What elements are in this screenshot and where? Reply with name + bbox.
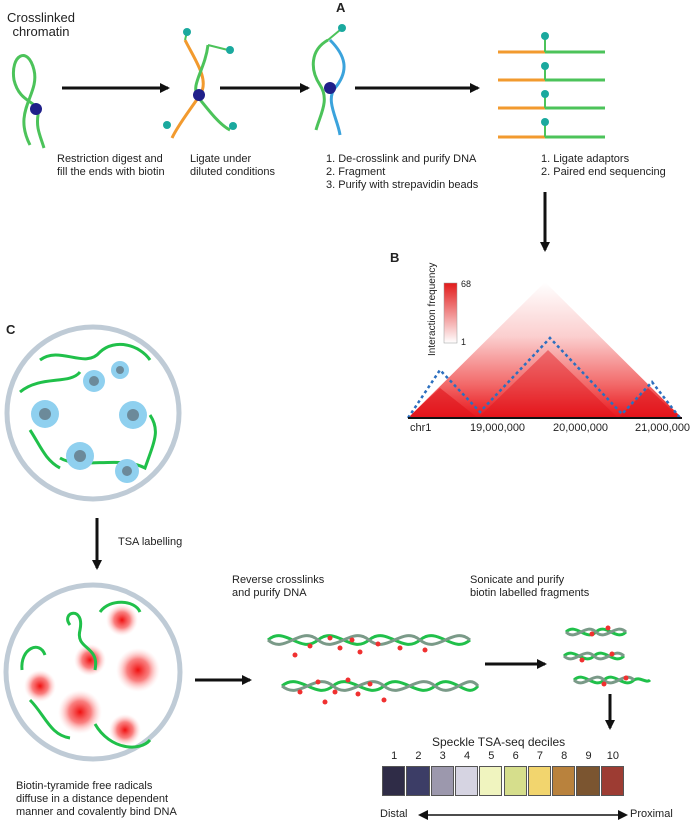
panel-label-a: A bbox=[336, 0, 346, 15]
decile-label-10: 10 bbox=[606, 750, 619, 762]
decile-box-5 bbox=[479, 766, 503, 796]
tick-label-21m: 21,000,000 bbox=[635, 422, 690, 434]
decile-box-2 bbox=[406, 766, 430, 796]
sequencing-fragments-figure bbox=[498, 32, 605, 139]
decile-label-8: 8 bbox=[561, 750, 568, 762]
tsa-labelling-label: TSA labelling bbox=[118, 536, 183, 548]
decile-label-6: 6 bbox=[512, 750, 519, 762]
nucleus-before-tsa bbox=[4, 324, 182, 502]
proximal-label: Proximal bbox=[630, 808, 673, 820]
decile-label-7: 7 bbox=[536, 750, 543, 762]
labelled-dna-fragments bbox=[267, 634, 480, 705]
step1-label: Restriction digest and fill the ends wit… bbox=[57, 153, 165, 178]
sonicated-fragments bbox=[562, 625, 652, 687]
decile-box-1 bbox=[382, 766, 406, 796]
panel-label-c: C bbox=[6, 322, 16, 337]
deciles-title: Speckle TSA-seq deciles bbox=[432, 735, 566, 749]
decile-box-10 bbox=[600, 766, 624, 796]
reverse-crosslinks-label: Reverse crosslinks and purify DNA bbox=[232, 574, 325, 599]
biotin-tyramide-label: Biotin-tyramide free radicals diffuse in… bbox=[16, 780, 177, 818]
decile-label-4: 4 bbox=[463, 750, 471, 762]
chrom-label: chr1 bbox=[410, 422, 432, 434]
decile-box-7 bbox=[527, 766, 552, 796]
tick-label-20m: 20,000,000 bbox=[553, 422, 609, 434]
panel-label-b: B bbox=[390, 250, 400, 265]
colorbar bbox=[443, 282, 458, 344]
decile-box-4 bbox=[454, 766, 479, 796]
decile-box-9 bbox=[576, 766, 600, 796]
colorbar-min: 1 bbox=[461, 337, 467, 347]
decile-box-3 bbox=[430, 766, 454, 796]
decile-box-6 bbox=[503, 766, 527, 796]
decile-label-9: 9 bbox=[585, 750, 592, 762]
decile-box-8 bbox=[552, 766, 576, 796]
hic-heatmap bbox=[406, 282, 682, 419]
colorbar-max: 68 bbox=[461, 279, 472, 289]
decile-label-2: 2 bbox=[415, 750, 422, 762]
ligated-figure bbox=[311, 24, 346, 136]
step4-label: 1. Ligate adaptors 2. Paired end sequenc… bbox=[541, 153, 666, 178]
sonicate-label: Sonicate and purify biotin labelled frag… bbox=[470, 574, 590, 599]
distal-label: Distal bbox=[380, 808, 408, 820]
decile-label-5: 5 bbox=[488, 750, 495, 762]
step3-label: 1. De-crosslink and purify DNA 2. Fragme… bbox=[326, 153, 479, 191]
decile-label-3: 3 bbox=[439, 750, 446, 762]
tick-label-19m: 19,000,000 bbox=[470, 422, 526, 434]
crosslinked-chromatin-figure bbox=[11, 54, 46, 149]
nucleus-after-tsa bbox=[3, 582, 183, 762]
crosslinked-chromatin-label: Crosslinked chromatin bbox=[7, 10, 75, 39]
biotin-ends-figure bbox=[163, 28, 237, 139]
distal-proximal-arrow bbox=[418, 810, 628, 820]
decile-label-1: 1 bbox=[391, 750, 398, 762]
step2-label: Ligate under diluted conditions bbox=[190, 153, 276, 178]
